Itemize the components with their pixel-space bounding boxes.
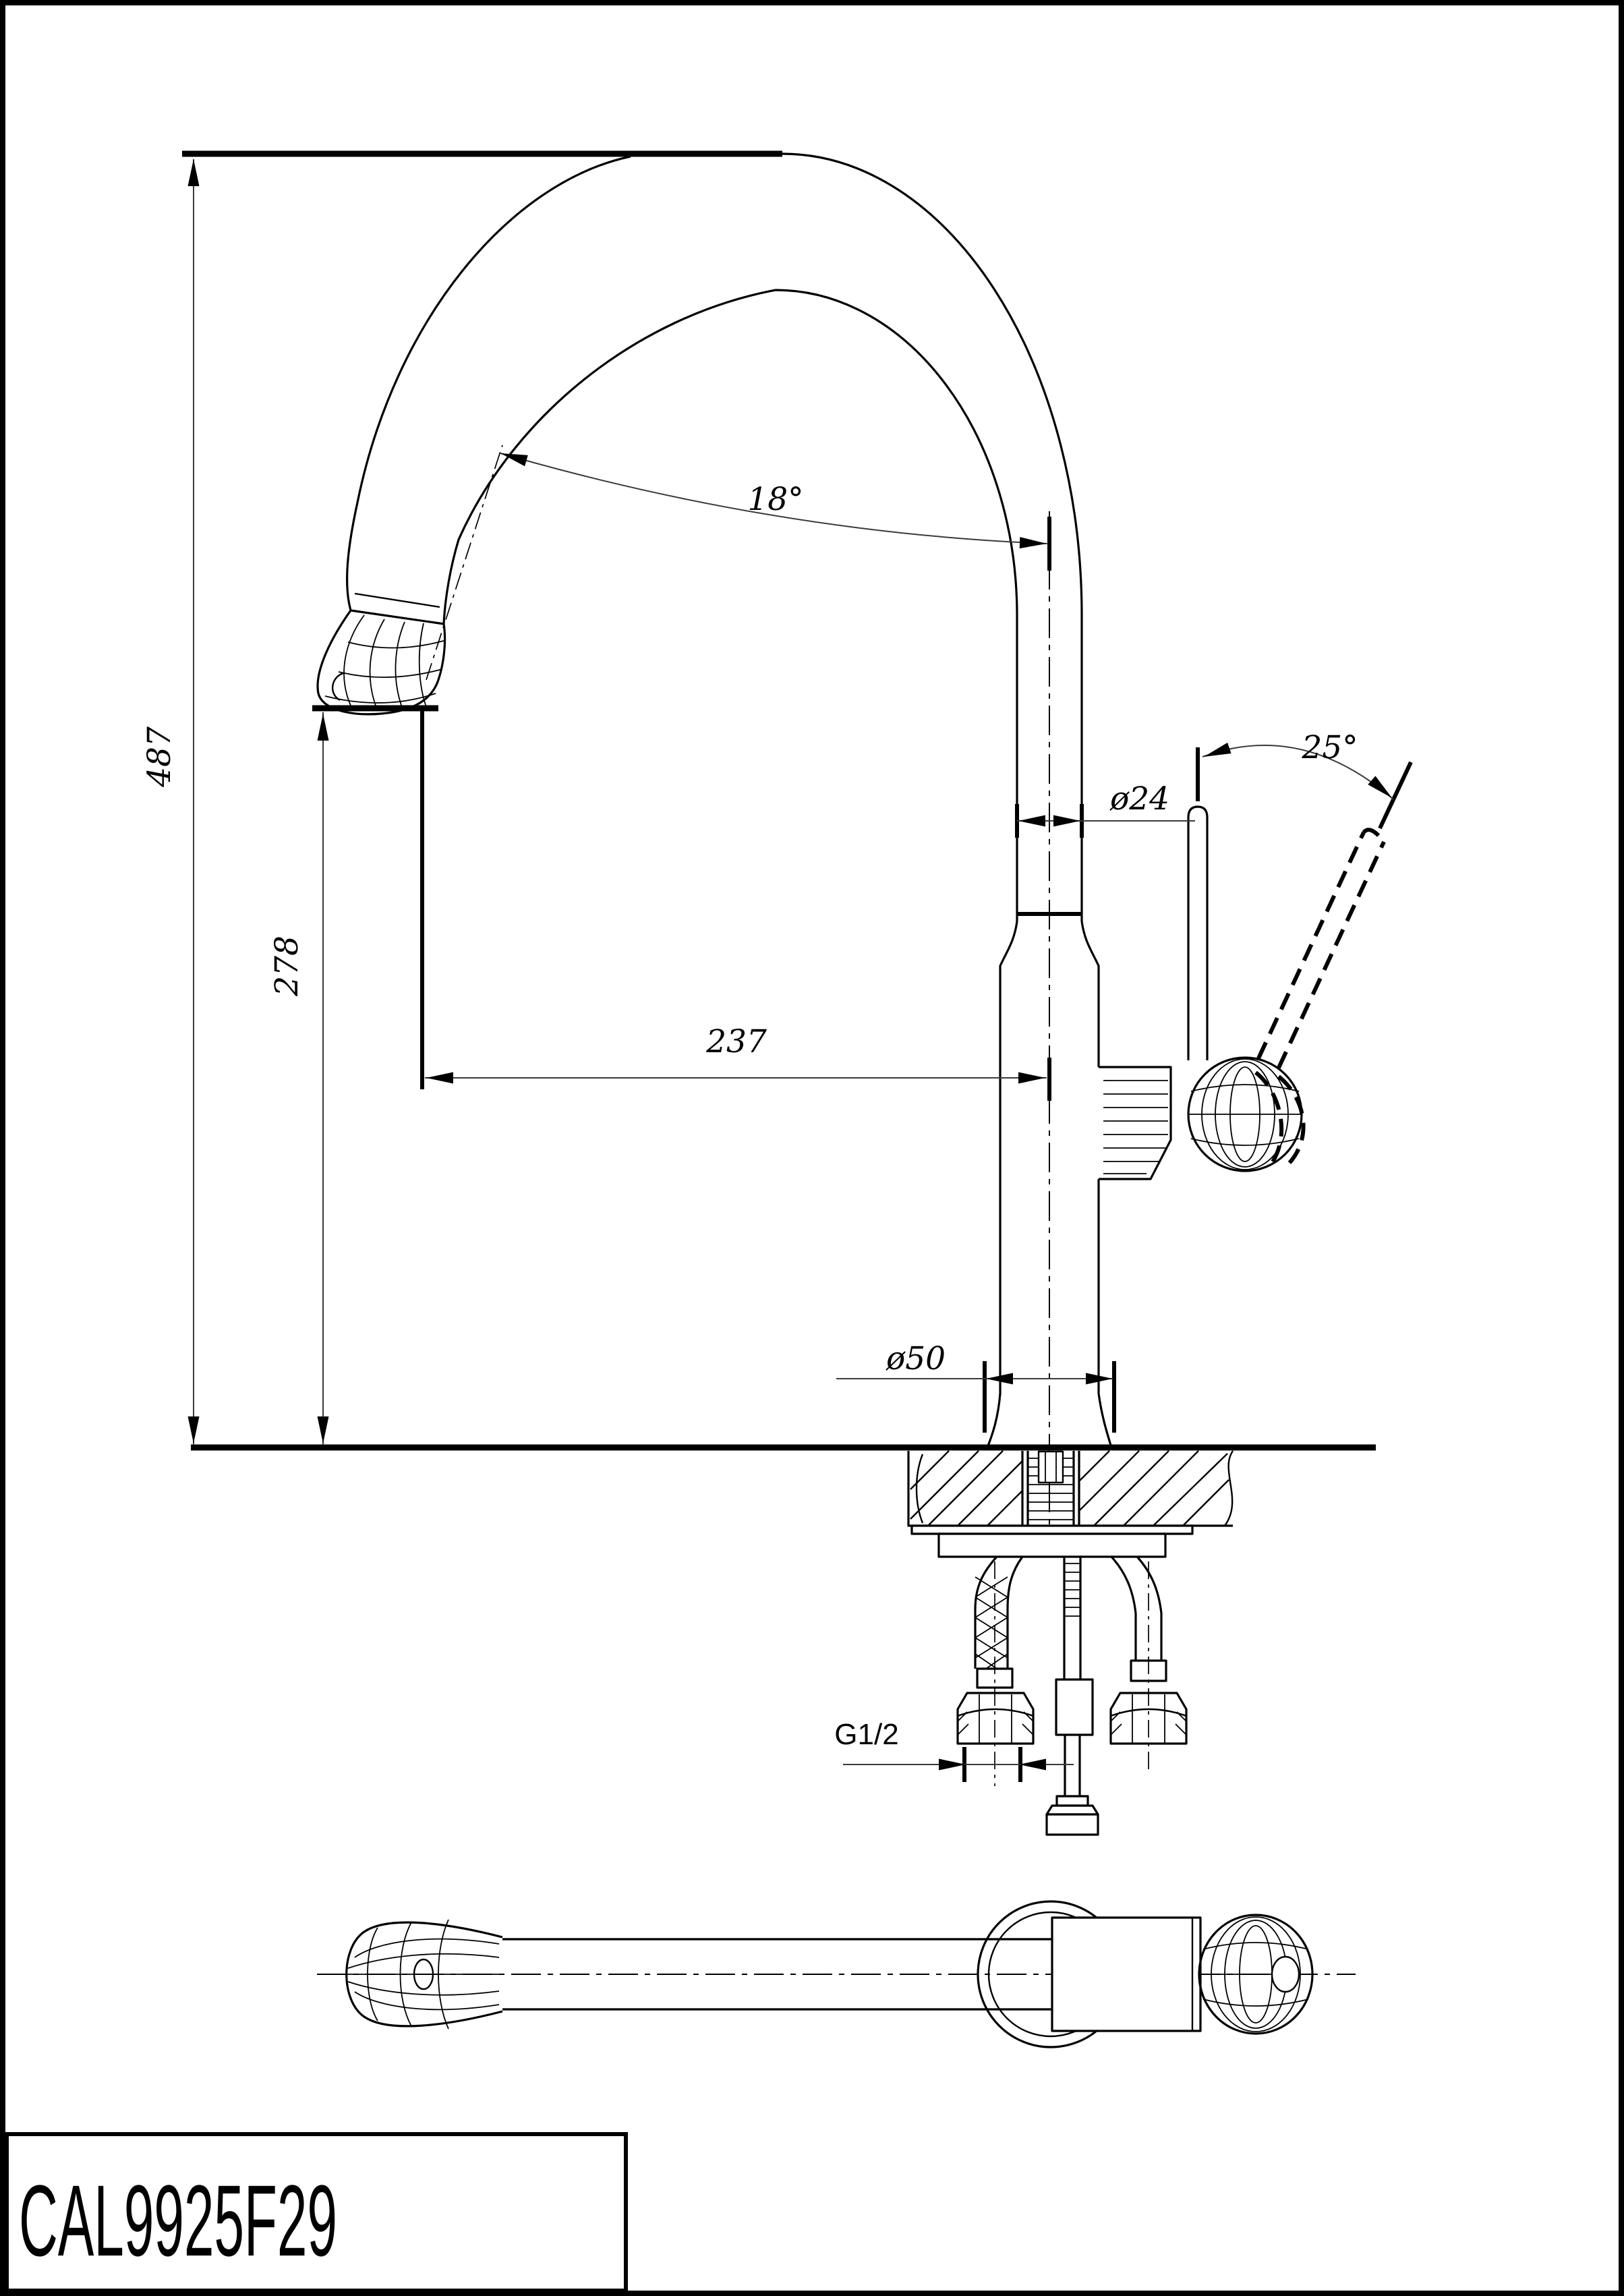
plan-aerator (413, 1958, 434, 1990)
side-view: 487 278 237 (141, 150, 1413, 1836)
dim-spout-angle-label: 18° (747, 481, 803, 518)
countertop (191, 1444, 1376, 1527)
stud-nut (1045, 1813, 1099, 1836)
dim-spout-reach-label: 237 (705, 1023, 767, 1060)
plan-sprayer-head (345, 1919, 503, 2030)
dim-overall-height-label: 487 (141, 726, 178, 788)
hose-nut-left (956, 1692, 1035, 1745)
dim-base-diameter-label: ø50 (886, 1340, 946, 1377)
plan-body (1051, 1916, 1202, 2032)
dim-connection-thread-label: G1/2 (834, 1718, 898, 1751)
dim-overall-height: 487 (141, 159, 200, 1445)
sprayer-head (316, 592, 446, 716)
braided-hose (956, 1555, 1035, 1786)
counter-grain (915, 1454, 924, 1524)
dimension-annotations: 487 278 237 (141, 159, 1413, 1782)
title-block-box (5, 2132, 628, 2293)
title-block: CAL9925F29 (5, 2132, 628, 2293)
faucet-body (986, 511, 1113, 1551)
mounting-flange (910, 1524, 1194, 1535)
handle-mount (1099, 1066, 1172, 1180)
supply-hose (1109, 1555, 1188, 1773)
handle-lever (1187, 805, 1209, 1060)
dim-base-diameter: ø50 (836, 1340, 1116, 1433)
hose-nut-right (1109, 1692, 1188, 1745)
dim-spout-angle: 18° (426, 444, 1051, 681)
plan-spout-tube (502, 1938, 1052, 2011)
model-number: CAL9925F29 (19, 2164, 337, 2277)
dim-spout-reach: 237 (420, 707, 1051, 1101)
dim-spout-diameter: ø24 (1015, 780, 1195, 838)
plan-view (317, 1900, 1356, 2048)
spout-arch (182, 150, 1083, 921)
sprayer-clip (331, 672, 345, 701)
under-counter-assembly (910, 1450, 1194, 1836)
mounting-shank (1026, 1451, 1075, 1526)
handle-lever-ghost (1254, 828, 1386, 1170)
mounting-stud (1045, 1557, 1099, 1836)
dim-handle-angle: 25° (1196, 729, 1413, 830)
plan-handle-ball (1198, 1914, 1314, 2035)
handle (1099, 805, 1386, 1180)
dim-spout-diameter-label: ø24 (1109, 780, 1169, 817)
dim-aerator-height-label: 278 (268, 936, 306, 997)
dim-connection-thread: G1/2 (834, 1718, 1074, 1782)
dim-aerator-height: 278 (268, 705, 438, 1445)
dim-handle-angle-label: 25° (1301, 729, 1358, 766)
